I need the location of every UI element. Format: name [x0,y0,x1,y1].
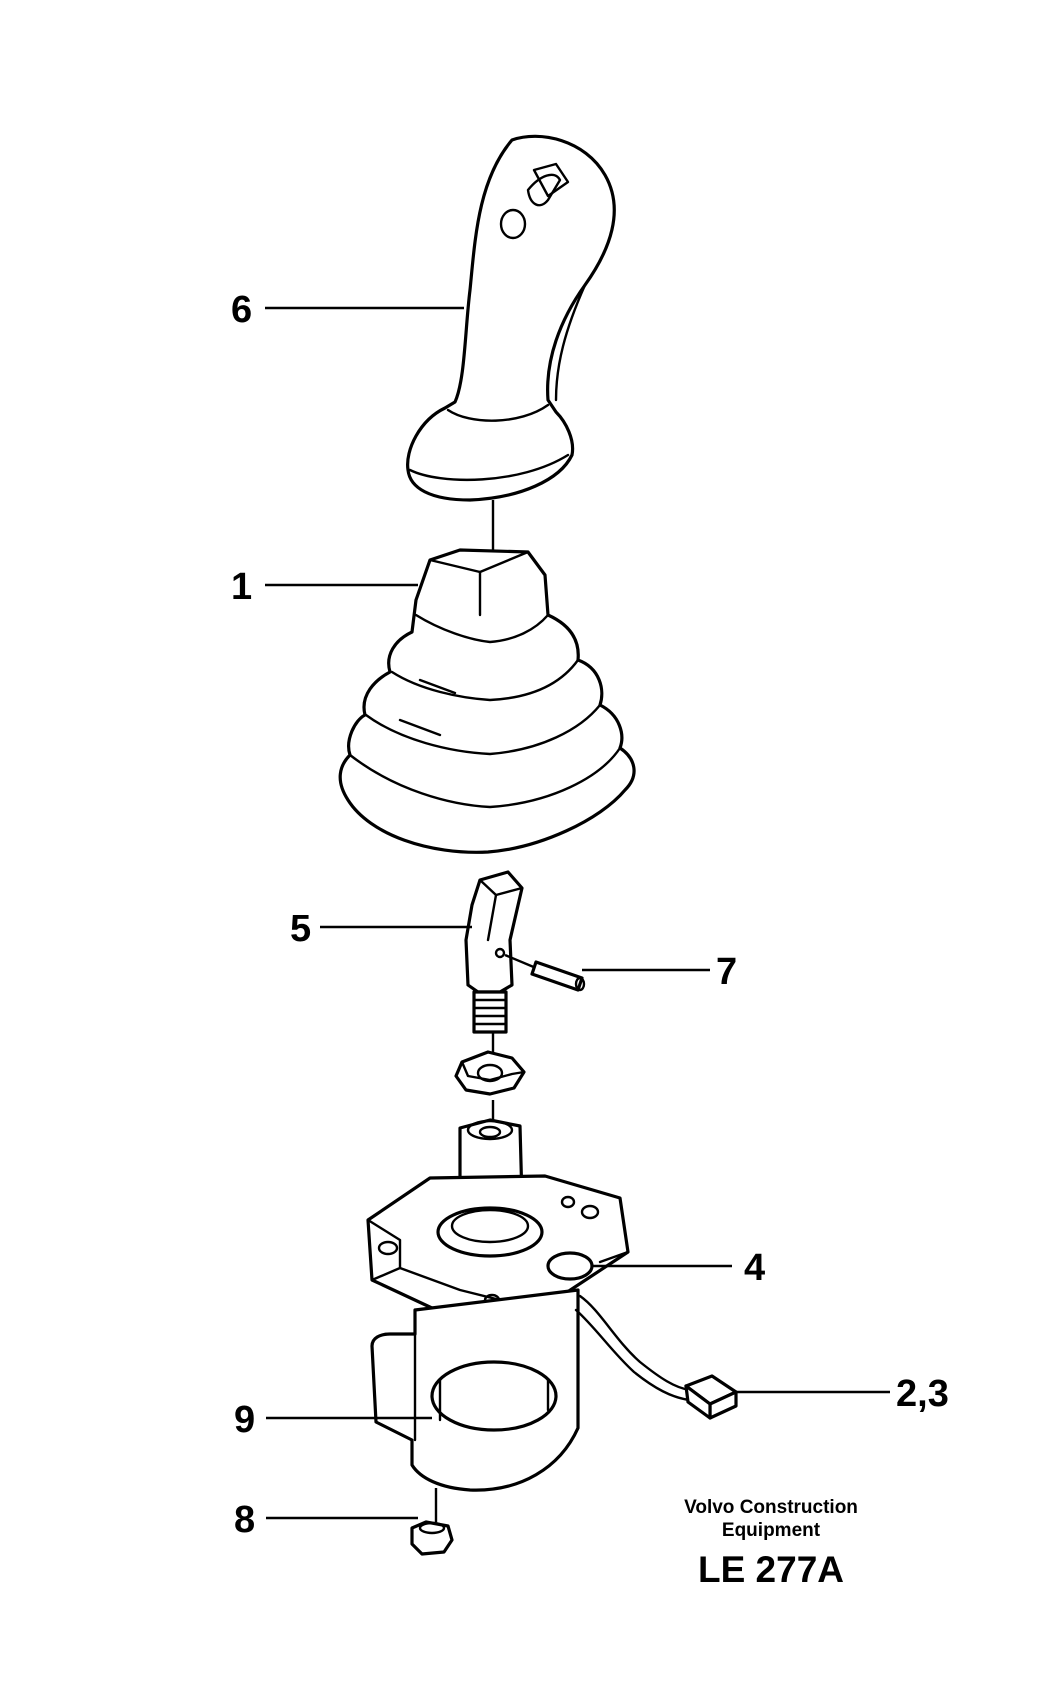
publisher-line-1: Volvo Construction [684,1497,858,1518]
callout-7: 7 [716,951,737,993]
callout-1: 1 [231,566,252,608]
part-1-rubber-boot [338,548,636,854]
part-7-pin [504,953,586,992]
part-5-lever-adapter [464,870,524,1034]
part-8-plug [410,1520,454,1556]
callout-4: 4 [744,1247,765,1289]
figure-code: LE 277A [698,1549,844,1590]
callout-6: 6 [231,289,252,331]
callout-2-3: 2,3 [896,1373,949,1415]
callout-9: 9 [234,1399,255,1441]
leader-lines [265,306,890,1520]
publisher-line-2: Equipment [722,1520,821,1541]
hex-nut [454,1050,526,1096]
part-6-joystick-handle [406,134,616,502]
callout-8: 8 [234,1499,255,1541]
part-4-control-valve-body [366,1118,692,1492]
part-2-3-electrical-connector [684,1374,738,1420]
callout-5: 5 [290,908,311,950]
